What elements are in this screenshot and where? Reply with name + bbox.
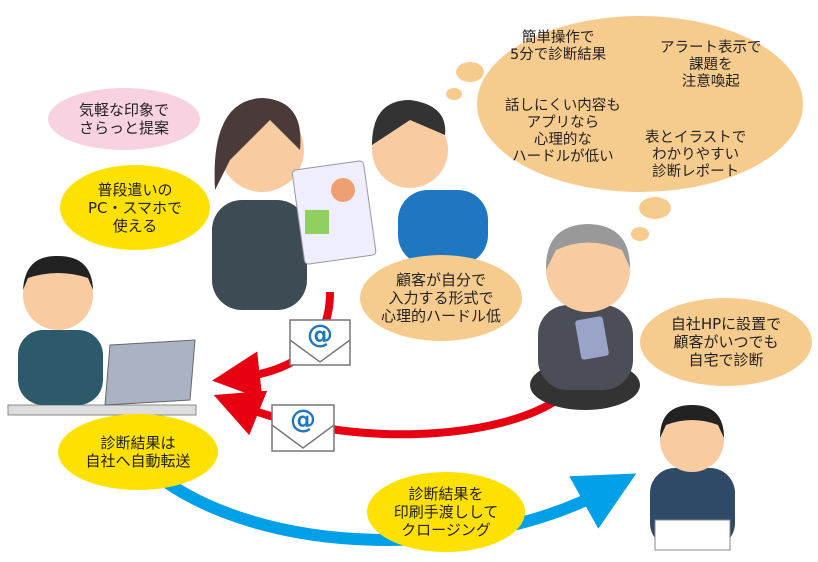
customer-grandfather-figure: [530, 224, 640, 410]
text-line: ハードルが低い: [512, 149, 614, 165]
bubble-auto-transfer: 診断結果は 自社へ自動転送: [58, 414, 218, 490]
text-line: わかりやすい: [652, 147, 740, 163]
text-line: PC・スマホで: [87, 198, 183, 217]
text-line: 表とイラストで: [645, 130, 747, 146]
text-line: 話しにくい内容も: [505, 98, 621, 114]
thought-alert: アラート表示で 課題を 注意喚起: [660, 40, 762, 91]
text-line: 5分で診断結果: [510, 47, 607, 63]
blue-arrow-closing: [146, 465, 637, 546]
text-line: クロージング: [401, 521, 491, 539]
text-line: 入力する形式で: [388, 289, 494, 307]
email-at-symbol-2: @: [290, 405, 316, 435]
text-line: 使える: [112, 216, 158, 235]
bubble-website-install: 自社HPに設置で 顧客がいつでも 自宅で診断: [640, 298, 812, 386]
text-line: 課題を: [689, 57, 733, 73]
text-line: 印刷手渡しして: [393, 503, 499, 521]
text-line: 普段遣いの: [97, 180, 173, 199]
office-worker-closing-figure: [650, 405, 735, 551]
text-line: 診断レポート: [652, 164, 740, 180]
text-line: 自社へ自動転送: [85, 452, 191, 470]
thought-bubble-shape: [446, 16, 803, 241]
thought-simple-operation: 簡単操作で 5分で診断結果: [510, 30, 606, 64]
bubble-self-input: 顧客が自分で 入力する形式で 心理的ハードル低: [360, 255, 522, 341]
text-line: 診断結果は: [100, 434, 176, 452]
text-line: 自社HPに設置で: [670, 315, 782, 333]
bubble-everyday-devices: 普段遣いの PC・スマホで 使える: [60, 165, 210, 250]
text-line: 顧客が自分で: [395, 271, 486, 289]
text-line: 気軽な印象で: [78, 101, 169, 119]
text-line: 顧客がいつでも: [673, 333, 779, 351]
text-line: さらっと提案: [78, 119, 169, 137]
bubble-casual-proposal: 気軽な印象で さらっと提案: [48, 88, 200, 150]
text-line: 注意喚起: [681, 74, 740, 90]
text-line: 心理的な: [533, 132, 592, 148]
text-line: アプリなら: [526, 115, 600, 131]
office-worker-figure: [7, 255, 197, 416]
text-line: 心理的ハードル低: [380, 307, 501, 325]
sales-meeting-figures: [212, 98, 488, 310]
text-line: 診断結果を: [408, 485, 484, 503]
text-line: アラート表示で: [660, 40, 762, 56]
thought-app-low-hurdle: 話しにくい内容も アプリなら 心理的な ハードルが低い: [505, 98, 621, 166]
thought-report: 表とイラストで わかりやすい 診断レポート: [645, 130, 746, 181]
email-envelope-icon-2: [271, 404, 335, 452]
bubble-closing: 診断結果を 印刷手渡しして クロージング: [367, 472, 525, 552]
email-envelope-icon-1: [289, 319, 351, 366]
text-line: 簡単操作で: [521, 30, 595, 46]
text-line: 自宅で診断: [688, 351, 764, 369]
email-at-symbol-1: @: [307, 320, 333, 350]
